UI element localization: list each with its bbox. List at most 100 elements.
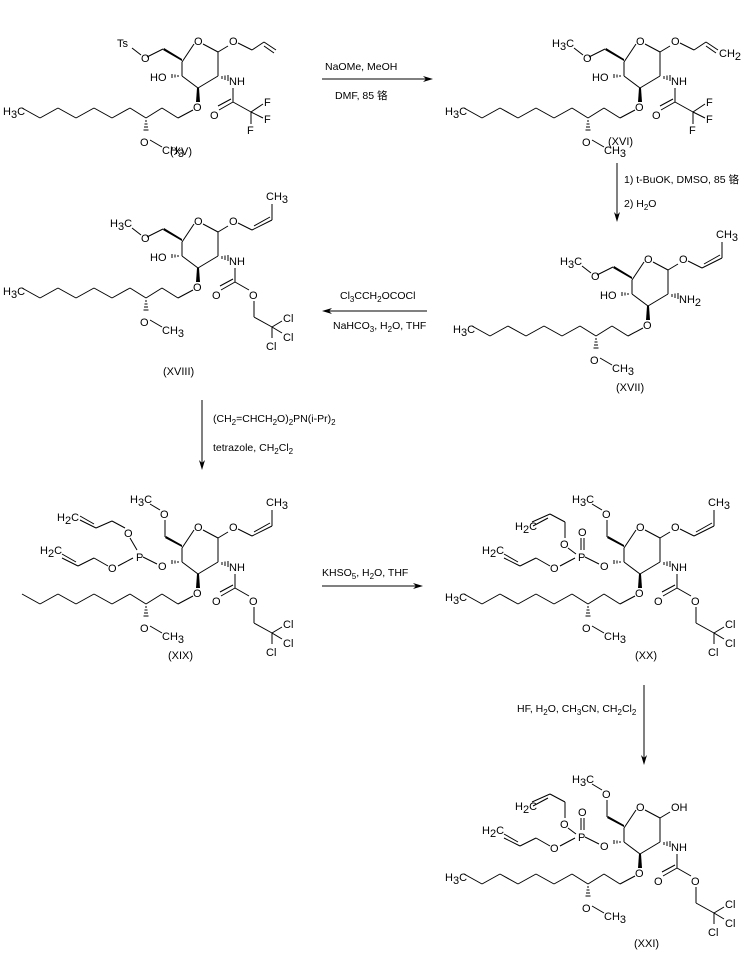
c6-oxygen: O <box>602 509 611 521</box>
ether-oxygen: O <box>635 868 644 880</box>
allyl-ch2: H2C <box>40 545 62 560</box>
methoxy-ch3: CH3 <box>604 911 626 926</box>
structure-XVII: O O H3C O CH3 O H3C HO O CH3 NH2 <box>453 229 738 378</box>
c4-oxygen: O <box>158 561 167 573</box>
amide-oxygen: O <box>652 110 661 122</box>
compound-label-XVII: (XVII) <box>616 382 645 394</box>
condition-XVI-XVII-line2: 2) H2O <box>624 198 657 213</box>
structure-XV: O O H3C O CH3 O Ts HO O NH O F F F <box>3 36 277 160</box>
methoxy-oxygen: O <box>140 317 149 329</box>
ring-oxygen: O <box>194 522 203 534</box>
structure-XIX: O O O CH3 O H3C O P O H2C O <box>21 494 293 659</box>
chlorine: Cl <box>725 619 735 631</box>
c4-hydroxyl: HO <box>600 290 617 302</box>
carbamate-nh: NH <box>229 562 245 574</box>
ring-oxygen: O <box>636 36 645 48</box>
methoxy-ch3: CH3 <box>162 325 184 340</box>
ring-oxygen: O <box>636 522 645 534</box>
allyl-ch2: H2C <box>482 545 504 560</box>
carbamate-ester-oxygen: O <box>691 596 700 608</box>
ring-oxygen: O <box>644 254 653 266</box>
c6-methyl: H3C <box>110 218 132 233</box>
compound-label-XX: (XX) <box>635 650 657 662</box>
propenyl-ch3: CH3 <box>708 497 730 512</box>
compound-XXI: H3C O O O CH3 O H3C O P O O H2C O <box>442 760 747 956</box>
fluorine: F <box>706 114 713 126</box>
chlorine: Cl <box>708 647 718 659</box>
ether-oxygen: O <box>635 102 644 114</box>
phosphoryl-oxygen: O <box>578 527 587 539</box>
fluorine: F <box>706 97 713 109</box>
c6-methyl: H3C <box>552 38 574 53</box>
phosphite-oxygen: O <box>124 528 133 540</box>
methoxy-oxygen: O <box>582 903 591 915</box>
arrow-XVI-to-XVII <box>614 163 620 222</box>
methoxy-oxygen: O <box>582 623 591 635</box>
fluorine: F <box>264 114 271 126</box>
chain-terminal-ch3: H3C <box>445 592 467 607</box>
fluorine: F <box>689 125 696 137</box>
propenyl-ch3: CH3 <box>266 191 288 206</box>
condition-XVII-XVIII-below: NaHCO3, H2O, THF <box>333 320 427 335</box>
c6-methyl: H3C <box>572 774 594 789</box>
carbamate-ester-oxygen: O <box>249 290 258 302</box>
chlorine: Cl <box>283 313 293 325</box>
amide-nh: NH <box>671 76 687 88</box>
phosphorus: P <box>136 552 143 564</box>
phosphate-oxygen: O <box>560 819 569 831</box>
anomeric-hydroxyl: OH <box>671 802 688 814</box>
condition-XV-XVI-below: DMF, 85 铬 <box>335 90 388 102</box>
structure-XVIII: O O H3C O CH3 O H3C HO O CH3 NH O O Cl C… <box>3 191 293 353</box>
phosphite-oxygen: O <box>108 563 117 575</box>
compound-label-XVIII: (XVIII) <box>163 366 195 378</box>
carbamate-nh: NH <box>229 256 245 268</box>
methoxy-ch3: CH3 <box>604 145 626 160</box>
methoxy-oxygen: O <box>582 137 591 149</box>
carbamate-oxygen: O <box>654 596 663 608</box>
c6-oxygen: O <box>602 789 611 801</box>
carbamate-nh: NH <box>671 842 687 854</box>
anomeric-oxygen: O <box>229 522 238 534</box>
methoxy-oxygen: O <box>590 355 599 367</box>
phosphate-oxygen: O <box>550 563 559 575</box>
chlorine: Cl <box>266 341 276 353</box>
chlorine: Cl <box>283 619 293 631</box>
tosyl-group: Ts <box>117 38 129 50</box>
anomeric-oxygen: O <box>671 522 680 534</box>
ring-oxygen: O <box>636 802 645 814</box>
c4-hydroxyl: HO <box>150 252 167 264</box>
methoxy-ch3: CH3 <box>162 631 184 646</box>
ether-oxygen: O <box>193 282 202 294</box>
compound-label-XVI: (XVI) <box>608 136 634 148</box>
c6-oxygen: O <box>583 53 592 65</box>
chlorine: Cl <box>725 918 735 930</box>
anomeric-oxygen: O <box>229 36 238 48</box>
c4-oxygen: O <box>600 561 609 573</box>
phosphorus: P <box>578 552 585 564</box>
condition-XVII-XVIII-above: Cl3CCH2OCOCl <box>340 290 416 305</box>
condition-XVIII-XIX-line2: tetrazole, CH2Cl2 <box>213 442 294 457</box>
chain-terminal-ch3: H3C <box>453 324 475 339</box>
arrow-XIX-to-XX <box>322 583 423 589</box>
methoxy-oxygen: O <box>140 137 149 149</box>
condition-XVIII-XIX-line1: (CH2=CHCH2O)2PN(i-Pr)2 <box>213 413 336 428</box>
ring-oxygen: O <box>194 36 203 48</box>
methoxy-ch3: CH3 <box>612 363 634 378</box>
condition-XX-XXI: HF, H2O, CH3CN, CH2Cl2 <box>517 703 637 718</box>
anomeric-oxygen: O <box>229 216 238 228</box>
phosphoryl-oxygen: O <box>578 807 587 819</box>
compound-label-XIX: (XIX) <box>168 650 194 662</box>
compound-label-XV: (XV) <box>170 146 192 158</box>
phosphate-oxygen: O <box>550 843 559 855</box>
structure-XX: H3C O O O CH3 O H3C O P O O H2C O <box>445 494 735 659</box>
chain-terminal-ch3: H3C <box>3 286 25 301</box>
carbamate-ester-oxygen: O <box>691 876 700 888</box>
amine-nh2: NH2 <box>679 294 701 309</box>
compound-XVII: O O H3C O CH3 O H3C HO O CH3 NH2 (XVII) <box>450 218 747 394</box>
methoxy-oxygen: O <box>140 623 149 635</box>
fluorine: F <box>247 125 254 137</box>
c6-methyl: H3C <box>572 494 594 509</box>
c6-methyl: H3C <box>560 256 582 271</box>
arrow-XVIII-to-XIX <box>199 400 205 470</box>
